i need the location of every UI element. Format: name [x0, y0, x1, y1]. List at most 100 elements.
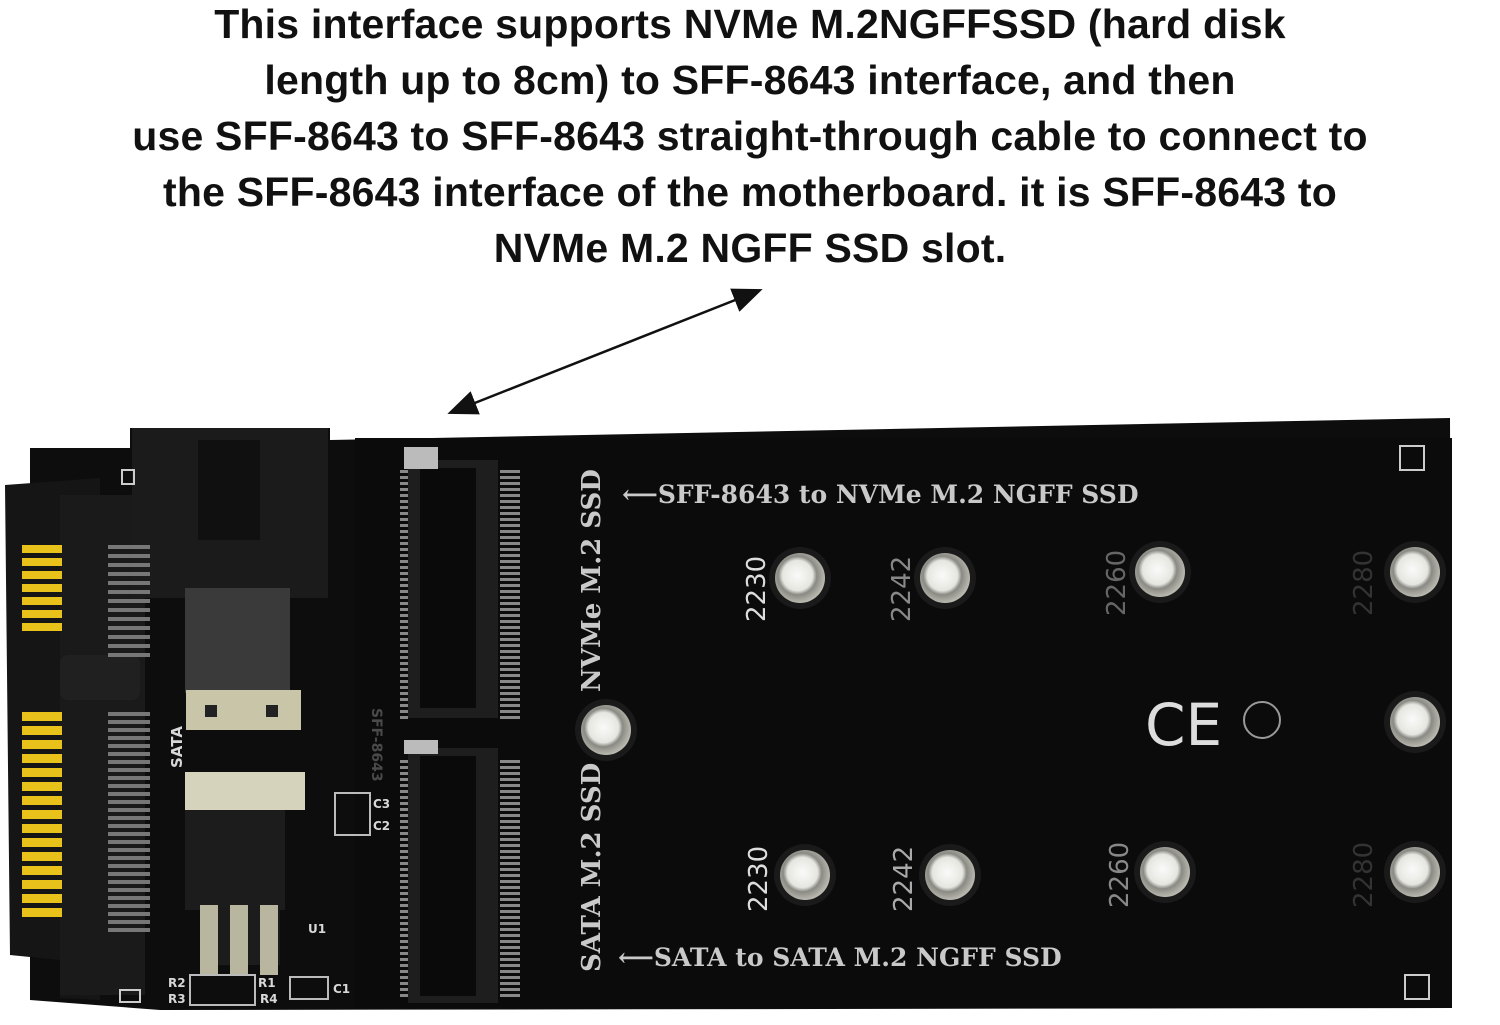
- slot-pin: [500, 692, 520, 695]
- caption-line: length up to 8cm) to SFF-8643 interface,…: [264, 57, 1236, 103]
- slot-pin: [500, 772, 520, 775]
- slot-pin: [500, 584, 520, 587]
- sata-edge-connector: [5, 478, 145, 1000]
- solder-pin: [108, 792, 150, 796]
- slot-pin: [400, 922, 408, 925]
- solder-pin: [108, 840, 150, 844]
- slot-pin: [500, 946, 520, 949]
- r2-label: R2: [168, 976, 186, 990]
- mounting-hole: [780, 850, 830, 900]
- slot-pin: [400, 680, 408, 683]
- slot-pin: [400, 802, 408, 805]
- sata-data-pin: [22, 610, 62, 618]
- mounting-hole: [920, 553, 970, 603]
- slot-pin: [400, 994, 408, 997]
- slot-pin: [400, 856, 408, 859]
- slot-pin: [500, 892, 520, 895]
- slot-pin: [500, 814, 520, 817]
- slot-pin: [500, 922, 520, 925]
- slot-pin: [500, 880, 520, 883]
- nvme-size-2230: 2230: [742, 556, 772, 622]
- slot-pin: [500, 686, 520, 689]
- slot-pin: [400, 988, 408, 991]
- slot-pin: [400, 488, 408, 491]
- slot-pin: [500, 778, 520, 781]
- slot-pin: [400, 518, 408, 521]
- slot-pin: [500, 542, 520, 545]
- slot-pin: [400, 638, 408, 641]
- slot-pin: [500, 572, 520, 575]
- solder-pin: [108, 832, 150, 836]
- slot-pin: [500, 494, 520, 497]
- slot-pin: [500, 832, 520, 835]
- product-caption: This interface supports NVMe M.2NGFFSSD …: [0, 0, 1500, 276]
- slot-pin: [400, 620, 408, 623]
- slot-pin: [500, 886, 520, 889]
- slot-pin: [500, 518, 520, 521]
- slot-pin: [500, 838, 520, 841]
- mounting-hole: [1135, 547, 1185, 597]
- slot-pin: [400, 596, 408, 599]
- slot-pin: [500, 716, 520, 719]
- solder-pin: [108, 872, 150, 876]
- slot-pin: [500, 976, 520, 979]
- sata-power-pin: [22, 740, 62, 749]
- slot-pin: [400, 910, 408, 913]
- slot-pin: [500, 952, 520, 955]
- slot-pin: [500, 476, 520, 479]
- slot-pin: [400, 512, 408, 515]
- fiducial: [1404, 974, 1430, 1000]
- sata-power-pin: [22, 768, 62, 777]
- slot-pin: [400, 584, 408, 587]
- slot-pin: [400, 850, 408, 853]
- slot-pin: [500, 506, 520, 509]
- slot-pin: [500, 790, 520, 793]
- sata-label: SATA: [168, 726, 186, 768]
- solder-pin: [108, 776, 150, 780]
- caption-line: use SFF-8643 to SFF-8643 straight-throug…: [132, 113, 1368, 159]
- slot-pin: [400, 964, 408, 967]
- slot-pin: [500, 940, 520, 943]
- slot-pin: [500, 620, 520, 623]
- slot-pin: [400, 904, 408, 907]
- slot-pin: [400, 928, 408, 931]
- slot-pin: [500, 820, 520, 823]
- slot-pin: [500, 554, 520, 557]
- slot-pin: [500, 644, 520, 647]
- slot-pin: [400, 530, 408, 533]
- slot-pin: [400, 934, 408, 937]
- slot-pin: [400, 686, 408, 689]
- slot-pin: [400, 644, 408, 647]
- sata-power-pin: [22, 866, 62, 875]
- slot-pin: [500, 868, 520, 871]
- slot-pin: [500, 850, 520, 853]
- solder-pin: [108, 784, 150, 788]
- slot-pin: [400, 524, 408, 527]
- slot-pin: [500, 614, 520, 617]
- slot-pin: [500, 536, 520, 539]
- slot-pin: [400, 482, 408, 485]
- slot-pin: [400, 760, 408, 763]
- slot-pin: [500, 704, 520, 707]
- slot-pin: [500, 602, 520, 605]
- slot-pin: [500, 964, 520, 967]
- slot-pin: [500, 650, 520, 653]
- slot-pin: [500, 482, 520, 485]
- slot-pin: [500, 958, 520, 961]
- slot-pin: [400, 548, 408, 551]
- slot-pin: [400, 500, 408, 503]
- slot-pin: [400, 704, 408, 707]
- slot-pin: [400, 710, 408, 713]
- solder-pin: [108, 912, 150, 916]
- caption-line: the SFF-8643 interface of the motherboar…: [163, 169, 1337, 215]
- slot-pin: [400, 572, 408, 575]
- slot-pin: [400, 916, 408, 919]
- slot-pin: [500, 632, 520, 635]
- slot-pin: [500, 662, 520, 665]
- sata-power-pin: [22, 726, 62, 735]
- slot-pin: [400, 976, 408, 979]
- callout-arrow: [447, 288, 763, 415]
- slot-pin: [500, 934, 520, 937]
- c2-label: C2: [373, 819, 390, 833]
